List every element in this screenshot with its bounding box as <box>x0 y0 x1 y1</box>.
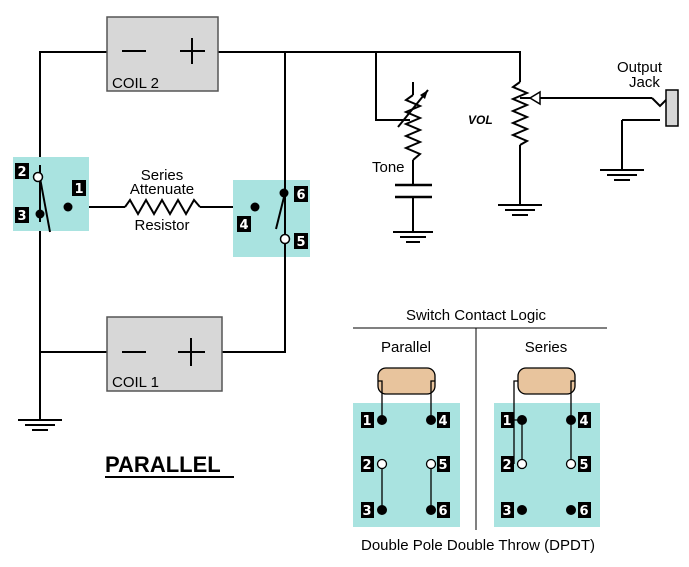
pin-4-label: 4 <box>239 218 248 233</box>
mode-title: PARALLEL <box>105 452 234 478</box>
output-label: Output <box>617 59 663 76</box>
ground-symbol <box>600 169 644 181</box>
pin-6-label: 6 <box>579 504 588 519</box>
contact-4 <box>566 415 576 425</box>
pin-6-label: 6 <box>438 504 447 519</box>
pin-4-label: 4 <box>438 414 447 429</box>
contact-open <box>32 171 44 183</box>
coil-2: COIL 2 <box>106 16 219 92</box>
pin-1-label: 1 <box>74 182 83 197</box>
contact-3 <box>377 505 387 515</box>
logic-title: Switch Contact Logic <box>406 307 547 324</box>
pin-6-label: 6 <box>296 188 305 203</box>
jack-label: Jack <box>629 74 660 91</box>
vol-label: VOL <box>468 113 493 127</box>
pin-4-label: 4 <box>579 414 588 429</box>
contact-5 <box>279 233 291 245</box>
resistor-body <box>377 367 436 395</box>
tone-capacitor <box>395 183 432 199</box>
tone-pot: Tone <box>372 82 429 176</box>
ground-symbol <box>498 204 542 216</box>
resistor-body <box>517 367 576 395</box>
coil-1-label: COIL 1 <box>112 374 159 391</box>
pin-5-label: 5 <box>579 458 588 473</box>
jack-body <box>665 89 679 127</box>
contact-closed <box>35 209 45 219</box>
series-resistor: Series Attenuate Resistor <box>124 167 201 234</box>
pin-5-label: 5 <box>438 458 447 473</box>
circuit-wires <box>39 51 660 420</box>
series-switch-block: 1 4 2 5 3 6 <box>494 367 600 527</box>
coil-1: COIL 1 <box>106 316 223 392</box>
attenuate-label: Attenuate <box>130 181 194 198</box>
pin-3-label: 3 <box>17 209 26 224</box>
contact-1 <box>377 415 387 425</box>
pin-badge-2 <box>15 163 29 179</box>
dpdt-caption: Double Pole Double Throw (DPDT) <box>361 537 595 554</box>
contact-6 <box>279 188 289 198</box>
switch-lever <box>39 177 51 233</box>
pin-3-label: 3 <box>362 504 371 519</box>
vol-wiper-arrow <box>528 90 541 106</box>
contact-1 <box>517 415 527 425</box>
pin-badge-6 <box>294 186 308 202</box>
contact-5 <box>425 458 437 470</box>
left-switch: 2 3 1 <box>13 157 89 233</box>
contact-2 <box>376 458 388 470</box>
ground-symbol <box>18 419 62 431</box>
contact-6 <box>426 505 436 515</box>
parallel-switch-block: 1 4 2 5 3 6 <box>353 367 460 527</box>
coil-2-label: COIL 2 <box>112 75 159 92</box>
pin-5-label: 5 <box>296 235 305 250</box>
pin-badge-1 <box>72 180 86 196</box>
ground-symbol <box>393 231 433 243</box>
pin-2-label: 2 <box>502 458 511 473</box>
pin-badge-5 <box>294 233 308 249</box>
contact-2 <box>516 458 528 470</box>
logic-parallel-label: Parallel <box>381 339 431 356</box>
contact-4 <box>250 202 260 212</box>
pin-1-label: 1 <box>362 414 371 429</box>
series-label: Series <box>141 167 184 184</box>
pin-3-label: 3 <box>502 504 511 519</box>
tone-label: Tone <box>372 159 405 176</box>
logic-series-label: Series <box>525 339 568 356</box>
resistor-label: Resistor <box>134 217 189 234</box>
contact-4 <box>426 415 436 425</box>
pin-badge-3 <box>15 207 29 223</box>
pin-2-label: 2 <box>17 165 26 180</box>
pin-1-label: 1 <box>502 414 511 429</box>
pin-badge-4 <box>237 216 251 232</box>
contact-1 <box>63 202 73 212</box>
parallel-mode-label: PARALLEL <box>105 452 221 477</box>
switch-lever <box>275 192 286 230</box>
switch-logic-panel: Switch Contact Logic Parallel Series 1 4… <box>353 307 607 554</box>
contact-5 <box>565 458 577 470</box>
volume-pot: VOL <box>468 81 541 146</box>
contact-3 <box>517 505 527 515</box>
pin-2-label: 2 <box>362 458 371 473</box>
right-switch: 6 4 5 <box>233 180 310 258</box>
contact-6 <box>566 505 576 515</box>
output-jack: Output Jack <box>617 59 679 127</box>
